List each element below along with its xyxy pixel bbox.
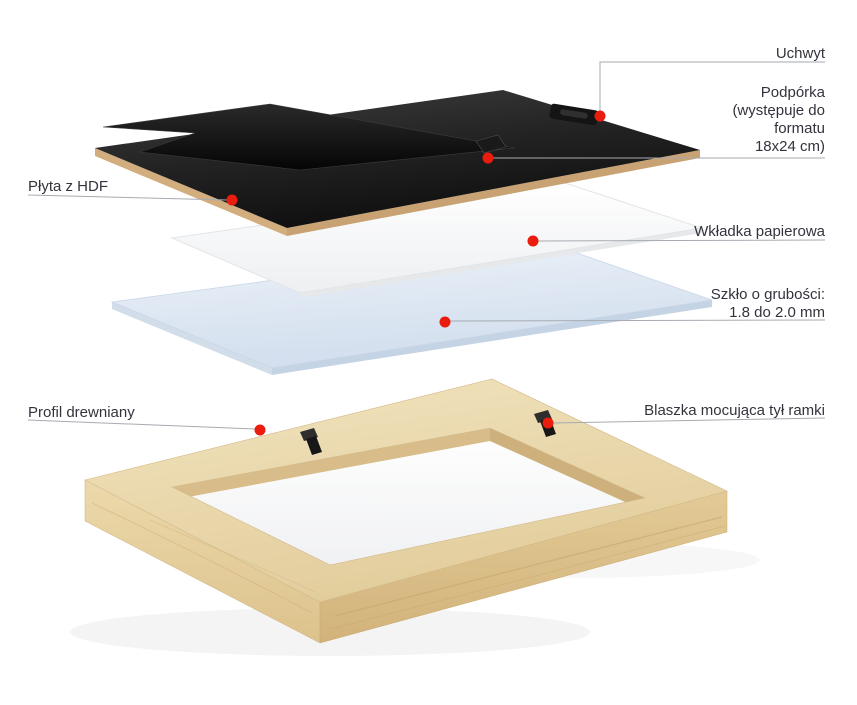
marker-wkladka [527,235,539,247]
frame-opening [172,428,645,565]
label-profil: Profil drewniany [28,404,135,421]
marker-podporka [482,152,494,164]
glass-edge-left [112,302,272,375]
mounting-clip-left [300,428,322,455]
marker-blaszka [542,417,554,429]
frame-inner-wall-left [172,428,490,500]
frame-top-face [84,378,728,603]
leader-wkladka [537,239,826,242]
marker-profil [254,424,266,436]
label-podporka: Podpórka (występuje do formatu 18x24 cm) [732,84,825,155]
leader-profil [27,419,256,430]
wood-grain-4 [149,519,316,593]
label-szklo: Szkło o grubości: 1.8 do 2.0 mm [710,286,825,321]
back-stand [102,103,516,171]
wood-grain-1 [334,516,723,617]
markers [226,110,606,436]
label-blaszka: Blaszka mocująca tył ramki [644,402,825,419]
label-wkladka: Wkładka papierowa [694,223,825,240]
paper-edge [300,228,702,298]
frame-inner-wall-right [490,428,645,511]
wood-grain-3 [91,502,313,614]
stand-hinge [475,134,507,154]
hdf-edge-right [287,150,700,236]
hanger [549,103,599,126]
leader-uchwyt [599,61,825,111]
leader-blaszka [552,417,826,424]
glass-edge-bottom [272,300,712,375]
marker-plyta [226,194,238,206]
leader-szklo [449,319,826,322]
marker-uchwyt [594,110,606,122]
leader-lines [27,61,826,430]
label-plyta-hdf: Płyta z HDF [28,178,109,195]
label-uchwyt: Uchwyt [775,45,825,62]
marker-szklo [439,316,451,328]
leader-plyta [27,194,228,201]
wood-grain-2 [329,525,726,630]
hdf-edge-left [95,148,287,236]
